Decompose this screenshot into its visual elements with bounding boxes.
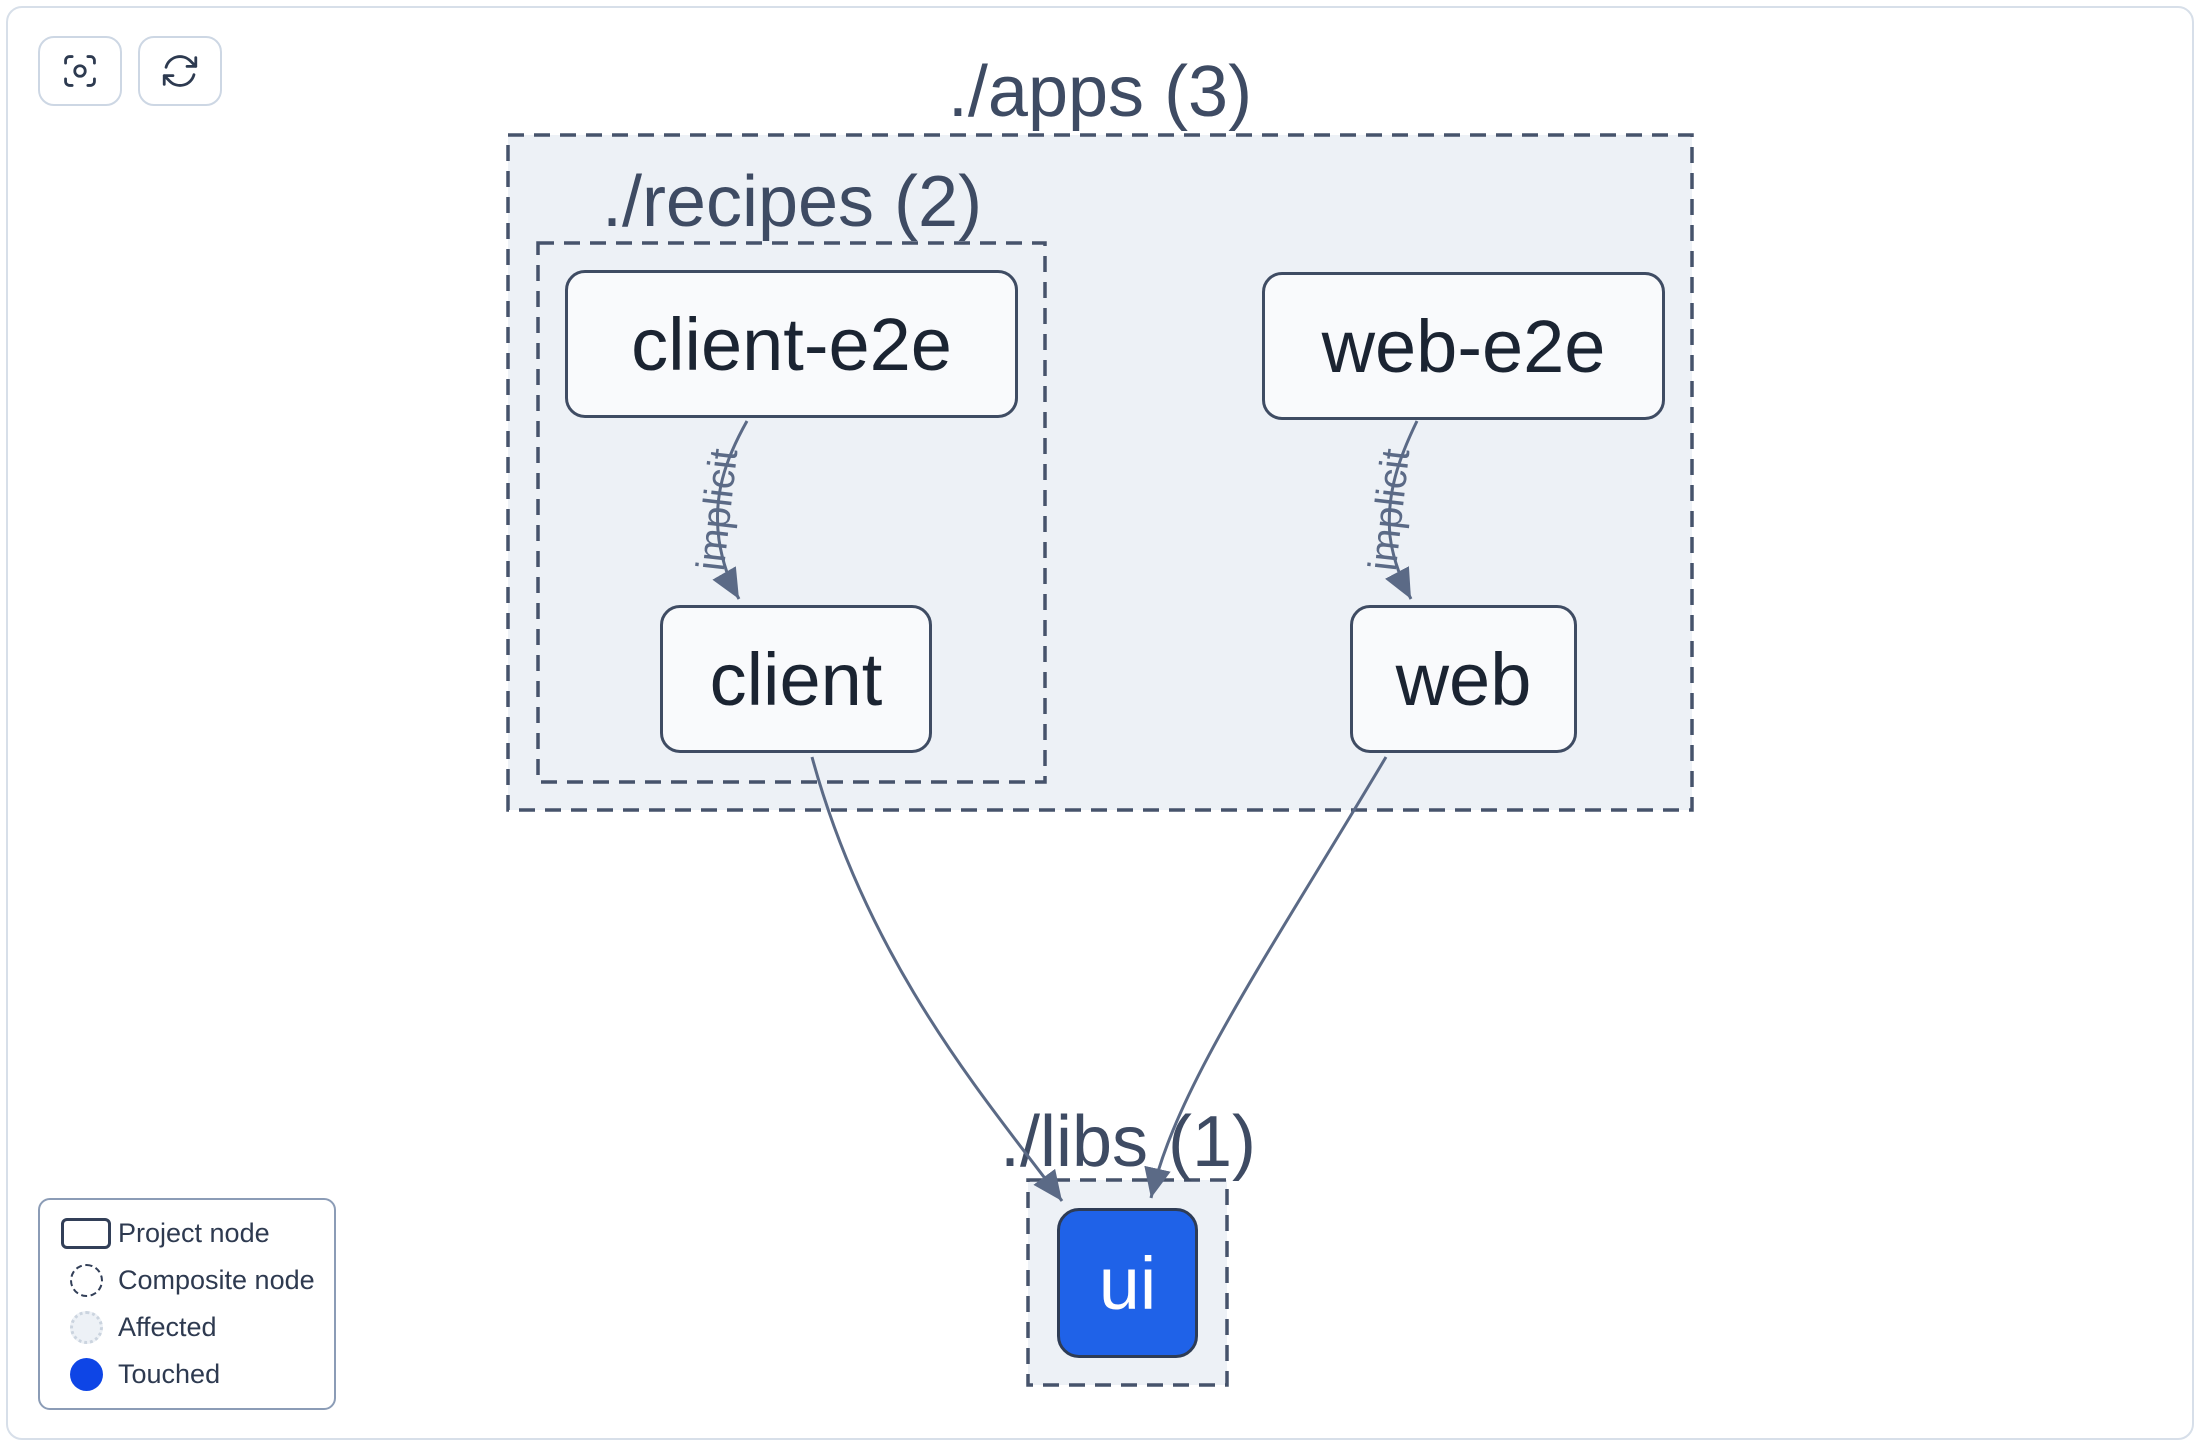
viewfinder-icon — [59, 50, 101, 92]
node-client-e2e[interactable]: client-e2e — [565, 270, 1018, 418]
node-web-e2e-label: web-e2e — [1321, 304, 1606, 388]
legend-item-composite-node: Composite node — [40, 1257, 334, 1304]
legend-label: Affected — [118, 1312, 217, 1342]
refresh-button[interactable] — [138, 36, 222, 106]
node-ui[interactable]: ui — [1057, 1208, 1198, 1358]
refresh-icon — [159, 50, 201, 92]
project-node-swatch — [54, 1218, 118, 1249]
touched-swatch — [54, 1358, 118, 1391]
edge-web-e2e-to-web[interactable] — [1385, 420, 1419, 600]
composite-apps-label: ./apps (3) — [948, 52, 1252, 132]
node-client[interactable]: client — [660, 605, 932, 753]
graph-toolbar — [38, 36, 222, 106]
edge-client-to-ui[interactable] — [810, 756, 1064, 1202]
composite-libs-label: ./libs (1) — [1000, 1102, 1256, 1182]
legend-item-touched: Touched — [40, 1351, 334, 1398]
legend-label: Touched — [118, 1359, 221, 1389]
affected-swatch — [54, 1311, 118, 1344]
node-web-label: web — [1395, 637, 1532, 721]
node-ui-label: ui — [1098, 1241, 1157, 1325]
composite-node-swatch — [54, 1264, 118, 1297]
node-client-label: client — [709, 637, 883, 721]
node-client-e2e-label: client-e2e — [631, 302, 952, 386]
legend-label: Project node — [118, 1218, 270, 1248]
composite-recipes-label: ./recipes (2) — [602, 162, 982, 242]
node-web[interactable]: web — [1350, 605, 1577, 753]
focus-button[interactable] — [38, 36, 122, 106]
edge-client-e2e-to-client[interactable] — [712, 420, 749, 600]
graph-legend: Project node Composite node Affected Tou… — [38, 1198, 336, 1410]
edge-web-to-ui[interactable] — [1144, 756, 1388, 1199]
legend-item-project-node: Project node — [40, 1210, 334, 1257]
legend-label: Composite node — [118, 1265, 315, 1295]
legend-item-affected: Affected — [40, 1304, 334, 1351]
node-web-e2e[interactable]: web-e2e — [1262, 272, 1665, 420]
